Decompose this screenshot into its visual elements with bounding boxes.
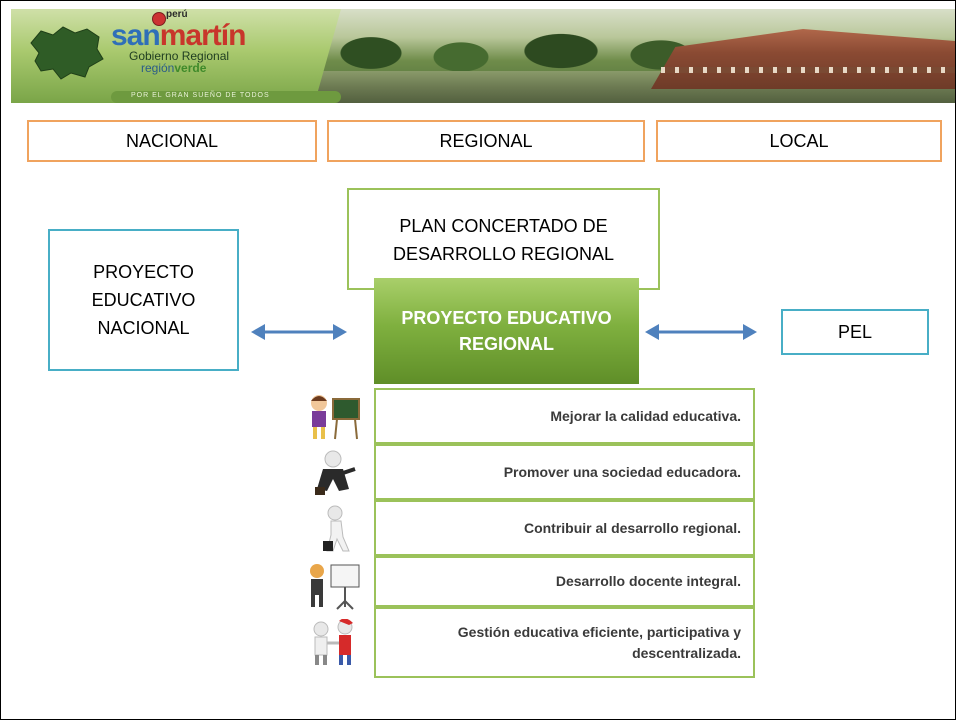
level-nacional: NACIONAL [27,120,317,162]
box-pel: PEL [781,309,929,355]
objective-row: Mejorar la calidad educativa. [374,388,755,444]
level-regional: REGIONAL [327,120,645,162]
presenter-figure-icon [310,564,360,610]
objective-row: Contribuir al desarrollo regional. [374,500,755,556]
arrow-per-pel [645,324,757,340]
handshake-figure-icon [313,619,353,665]
objective-row: Gestión educativa eficiente, participati… [374,607,755,678]
box-plan-concertado: PLAN CONCERTADO DE DESARROLLO REGIONAL [347,188,660,290]
teacher-figure-icon [311,395,360,440]
logo-wordmark: sanmartín [111,19,246,52]
box-proyecto-educativo-regional: PROYECTO EDUCATIVO REGIONAL [374,278,639,384]
walking-figure-icon [323,505,350,552]
logo-country: perú [166,9,188,20]
arrow-pen-per [251,324,347,340]
header-banner: perú sanmartín Gobierno Regional regiónv… [11,9,955,103]
objective-row: Desarrollo docente integral. [374,556,755,607]
box-proyecto-educativo-nacional: PROYECTO EDUCATIVO NACIONAL [48,229,239,371]
coat-of-arms-icon [152,12,166,26]
level-local: LOCAL [656,120,942,162]
logo-gobierno: Gobierno Regional [129,49,230,63]
region-map-icon [30,26,104,80]
businessman-figure-icon [315,450,356,495]
logo-region: regiónverde [141,61,207,75]
banner-tagline: POR EL GRAN SUEÑO DE TODOS [131,92,270,99]
objective-row: Promover una sociedad educadora. [374,444,755,500]
